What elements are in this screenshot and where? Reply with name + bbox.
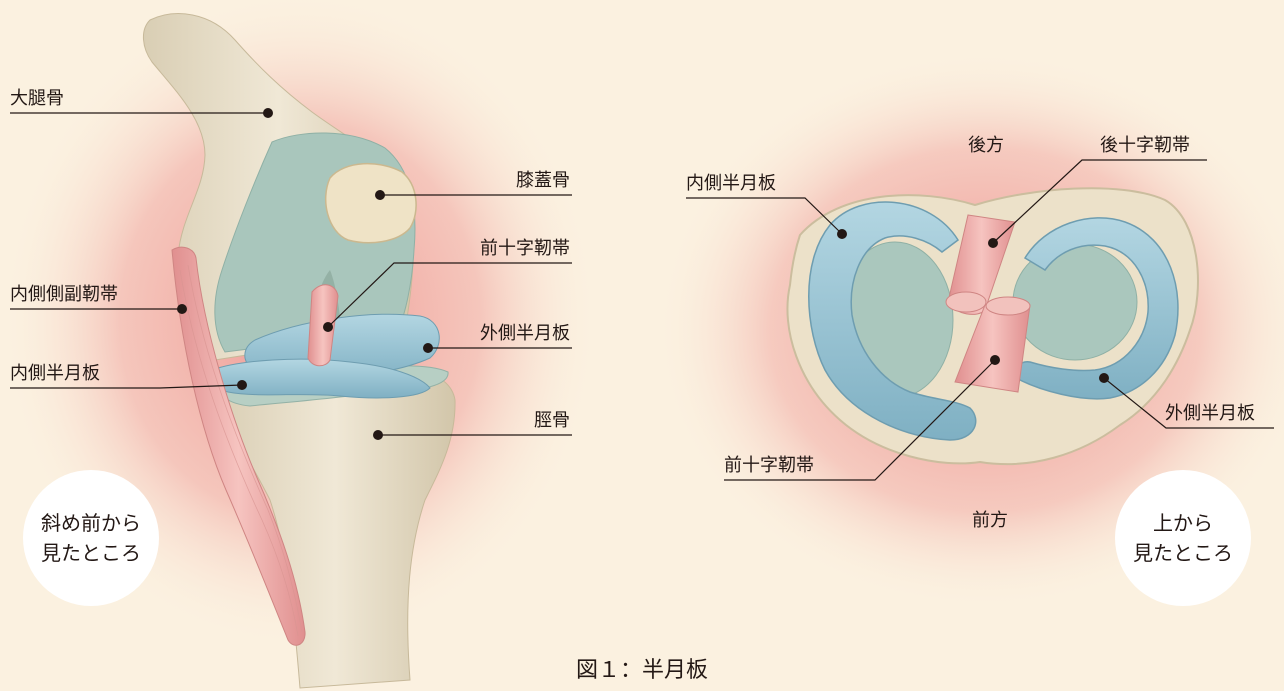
- top-view-badge: 上から 見たところ: [1115, 470, 1251, 606]
- acl-cut-end: [986, 297, 1030, 315]
- pcl-cut-end: [946, 292, 986, 312]
- label-anterior: 前方: [972, 510, 1008, 532]
- side-view-badge-line1: 斜め前から: [41, 508, 141, 538]
- label-posterior: 後方: [968, 135, 1004, 157]
- label-femur: 大腿骨: [10, 88, 64, 110]
- figure-caption: 図１：半月板: [0, 652, 1284, 684]
- label-medial-meniscus-side: 内側半月板: [10, 363, 100, 385]
- label-mcl: 内側側副靭帯: [10, 284, 118, 306]
- label-patella: 膝蓋骨: [470, 170, 570, 192]
- top-view-badge-line1: 上から: [1153, 508, 1213, 538]
- label-acl-side: 前十字靭帯: [450, 238, 570, 260]
- top-view-badge-line2: 見たところ: [1133, 538, 1233, 568]
- label-tibia: 脛骨: [470, 410, 570, 432]
- side-view-badge-line2: 見たところ: [41, 538, 141, 568]
- label-acl-top: 前十字靭帯: [724, 455, 814, 477]
- label-lateral-meniscus-side: 外側半月板: [450, 323, 570, 345]
- label-pcl: 後十字靭帯: [1100, 135, 1190, 157]
- label-medial-meniscus-top: 内側半月板: [686, 173, 776, 195]
- label-lateral-meniscus-top: 外側半月板: [1165, 403, 1255, 425]
- patella-shape: [326, 164, 416, 243]
- side-view-badge: 斜め前から 見たところ: [23, 470, 159, 606]
